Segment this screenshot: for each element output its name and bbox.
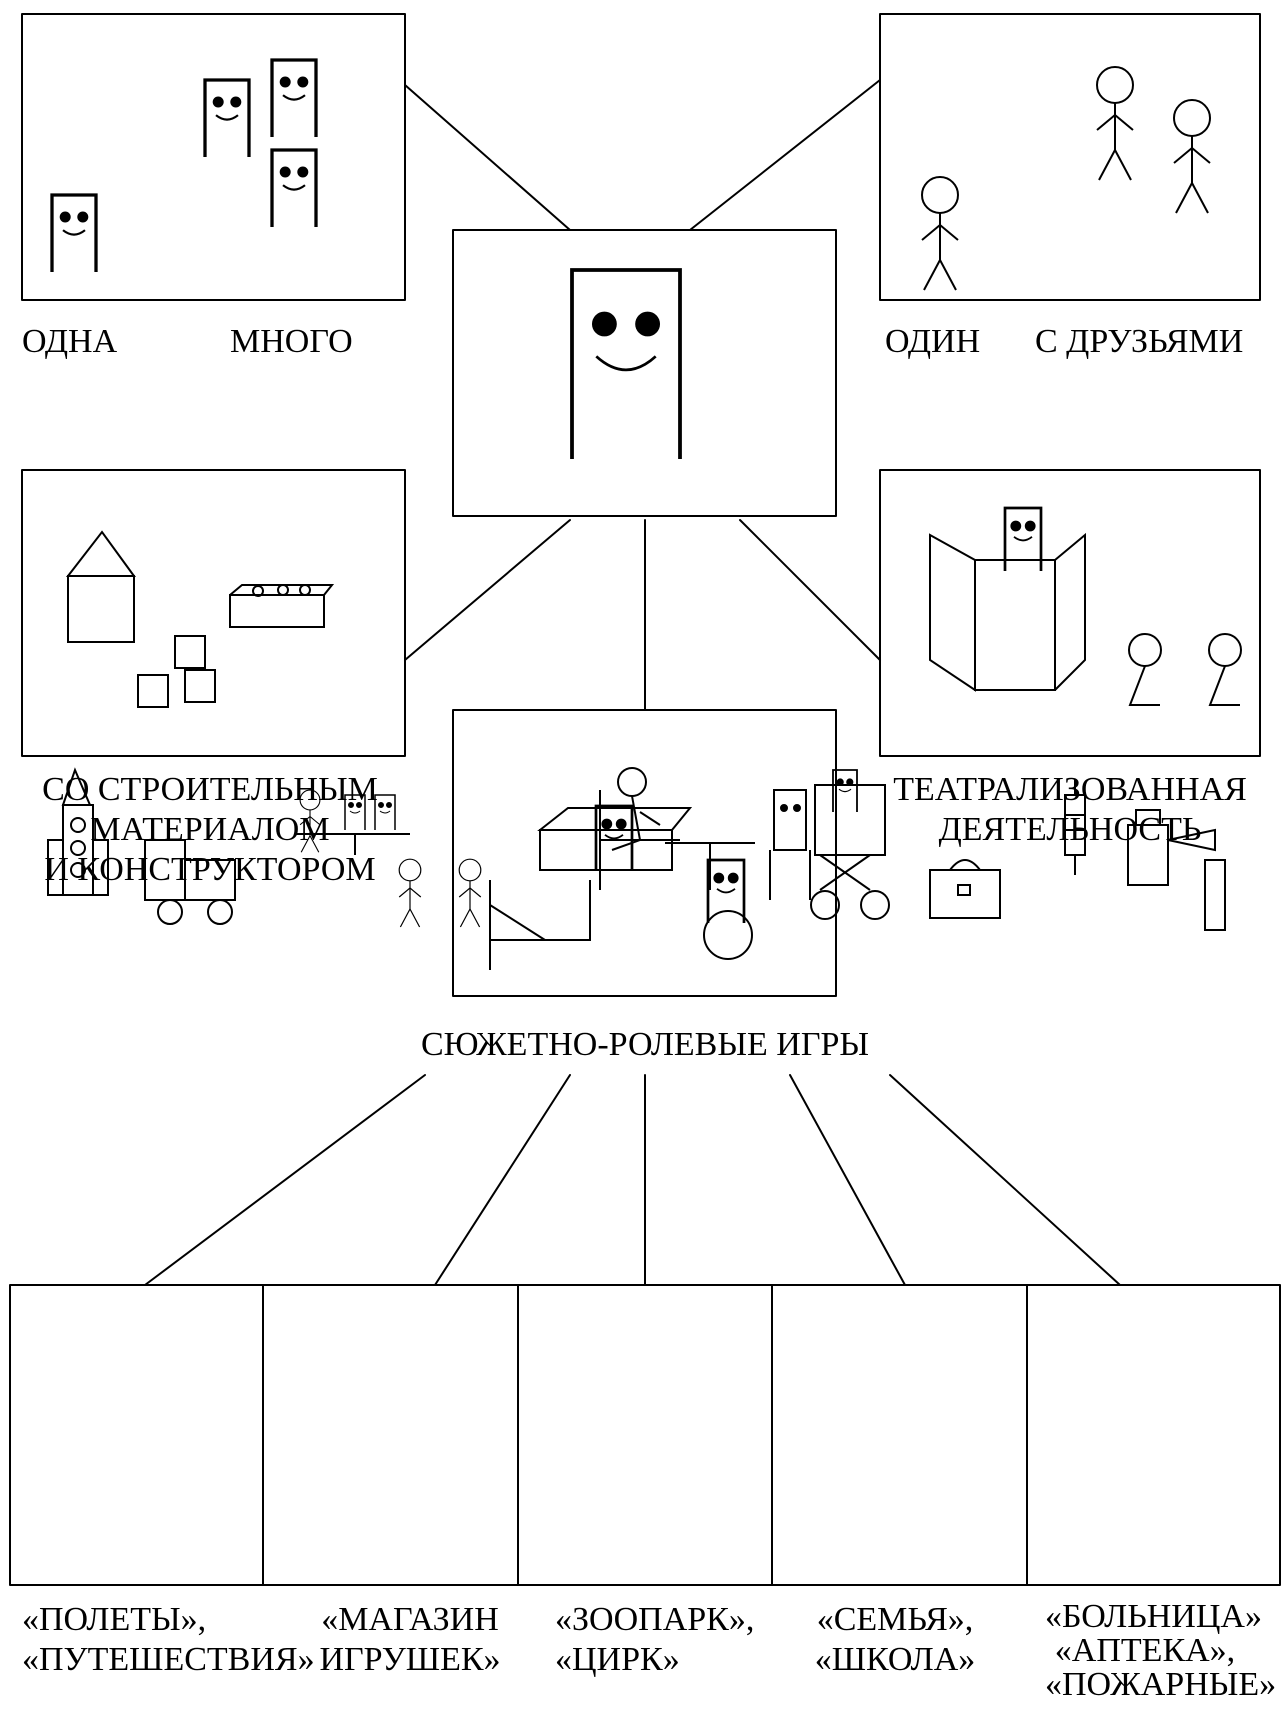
label-with-friends: С ДРУЗЬЯМИ: [1035, 323, 1244, 360]
label-theatre: ТЕАТРАЛИЗОВАННАЯ ДЕЯТЕЛЬНОСТЬ: [860, 770, 1280, 850]
connector-lines: [144, 79, 1121, 1286]
label-hospital: «БОЛЬНИЦА» «АПТЕКА», «ПОЖАРНЫЕ»: [1045, 1598, 1277, 1703]
label-pharmacy: «АПТЕКА»,: [1054, 1632, 1236, 1669]
toy-shop-icon: [295, 789, 482, 928]
frame-center-child: [452, 229, 837, 517]
label-family: «СЕМЬЯ»,: [816, 1601, 974, 1638]
label-building-line1: СО СТРОИТЕЛЬНЫМ: [42, 771, 378, 808]
label-toy-shop: «МАГАЗИН ИГРУШЕК»: [305, 1600, 515, 1680]
label-building-material: СО СТРОИТЕЛЬНЫМ МАТЕРИАЛОМ И КОНСТРУКТОР…: [10, 770, 410, 890]
label-building-line2: МАТЕРИАЛОМ: [90, 811, 330, 848]
label-toy-shop-line2: ИГРУШЕК»: [319, 1641, 501, 1678]
label-zoo-circus: «ЗООПАРК», «ЦИРК»: [555, 1600, 754, 1680]
label-travel: «ПУТЕШЕСТВИЯ»: [22, 1641, 315, 1678]
label-building-line3: И КОНСТРУКТОРОМ: [44, 851, 376, 888]
role-play-scene-icon: [489, 767, 811, 970]
label-hospital-line1: «БОЛЬНИЦА»: [1045, 1598, 1262, 1635]
label-circus: «ЦИРК»: [555, 1641, 680, 1678]
label-toy-shop-line1: «МАГАЗИН: [321, 1601, 499, 1638]
puppet-theatre-icon: [929, 506, 1242, 706]
label-role-games: СЮЖЕТНО-РОЛЕВЫЕ ИГРЫ: [420, 1026, 870, 1063]
stick-figures-friends-icon: [921, 66, 1211, 291]
label-alone-boy: ОДИН: [885, 323, 981, 360]
label-theatre-line1: ТЕАТРАЛИЗОВАННАЯ: [893, 771, 1247, 808]
label-flights-travel: «ПОЛЕТЫ», «ПУТЕШЕСТВИЯ»: [22, 1600, 315, 1680]
frame-theatre: [879, 469, 1261, 757]
frame-role-play: [452, 709, 837, 997]
frame-building: [21, 469, 406, 757]
label-theatre-line2: ДЕЯТЕЛЬНОСТЬ: [938, 811, 1202, 848]
hospital-pharmacy-icon: [1064, 780, 1226, 931]
family-school-icon: [810, 769, 1001, 920]
frame-bottom-strip: [9, 1284, 1281, 1586]
rocket-and-truck-icon: [47, 767, 236, 925]
label-many: МНОГО: [230, 323, 353, 360]
big-child-icon: [570, 268, 682, 460]
label-firefighters: «ПОЖАРНЫЕ»: [1045, 1666, 1277, 1703]
label-zoo: «ЗООПАРК»,: [555, 1601, 755, 1638]
building-blocks-icon: [65, 530, 335, 708]
label-flights: «ПОЛЕТЫ»,: [22, 1601, 207, 1638]
kids-alone-and-group-icon: [50, 58, 318, 274]
label-school: «ШКОЛА»: [814, 1641, 976, 1678]
zoo-circus-icon: [537, 804, 753, 960]
label-alone: ОДНА: [22, 323, 118, 360]
frame-alone-friends: [879, 13, 1261, 301]
label-family-school: «СЕМЬЯ», «ШКОЛА»: [790, 1600, 1000, 1680]
frame-alone-many: [21, 13, 406, 301]
